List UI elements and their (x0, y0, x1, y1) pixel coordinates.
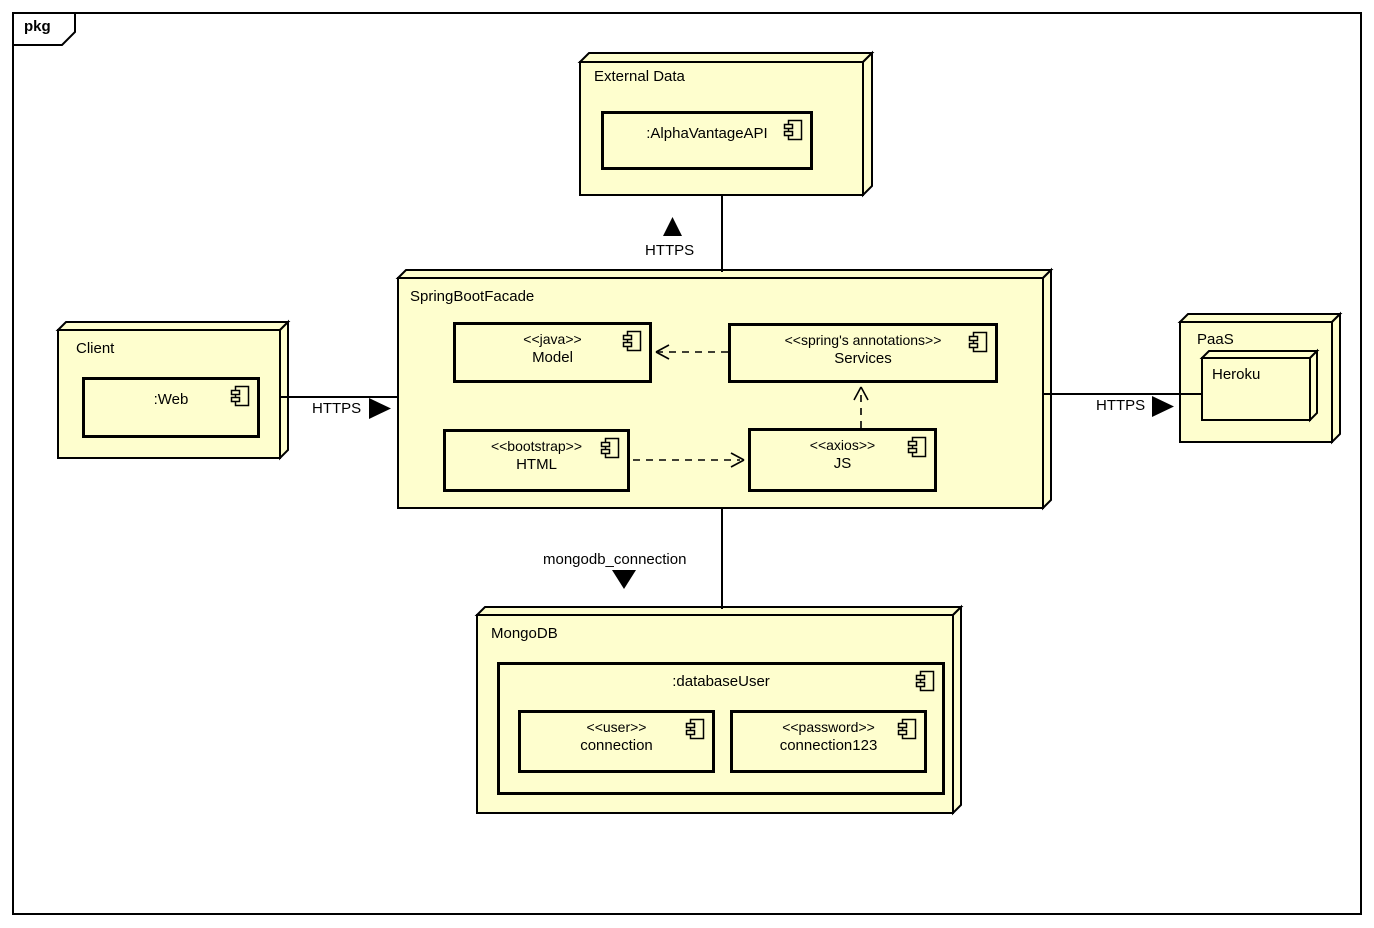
dependency-services-to-model (655, 344, 728, 360)
component-icon (915, 670, 935, 697)
component-icon (685, 718, 705, 745)
node-label-paas: PaaS (1197, 331, 1234, 348)
component-name: JS (833, 455, 852, 472)
node-label-springboot-facade: SpringBootFacade (410, 288, 535, 305)
component-model: <<java>> Model (453, 322, 652, 383)
component-name: :Web (153, 391, 189, 408)
arrow-right-icon (369, 398, 391, 419)
component-name: Services (834, 350, 892, 367)
component-icon (968, 331, 988, 358)
component-stereotype: <<axios>> (809, 437, 876, 453)
component-stereotype: <<spring's annotations>> (784, 332, 942, 348)
link-label-https-left: HTTPS (312, 400, 362, 417)
arrow-down-icon (612, 570, 636, 589)
frame-tab-label: pkg (24, 18, 51, 35)
link-label-https-top: HTTPS (645, 242, 695, 259)
component-icon (783, 119, 803, 146)
component-name: connection (580, 737, 653, 754)
arrow-right-icon (1152, 396, 1174, 417)
component-icon (600, 437, 620, 464)
component-user-connection: <<user>> connection (518, 710, 715, 773)
component-web: :Web (82, 377, 260, 438)
component-stereotype: <<password>> (782, 719, 875, 735)
node-label-mongodb: MongoDB (491, 625, 558, 642)
component-icon (907, 436, 927, 463)
node-heroku-shape (1199, 348, 1320, 423)
dependency-js-to-services (853, 386, 869, 428)
frame-border (12, 12, 1362, 915)
component-name: Model (532, 349, 573, 366)
component-js: <<axios>> JS (748, 428, 937, 492)
component-stereotype: <<user>> (586, 719, 647, 735)
component-stereotype: <<java>> (523, 331, 582, 347)
component-name: :databaseUser (672, 673, 770, 690)
component-alphavantageapi: :AlphaVantageAPI (601, 111, 813, 170)
node-label-external-data: External Data (594, 68, 685, 85)
component-icon (897, 718, 917, 745)
component-name: HTML (516, 456, 557, 473)
component-services: <<spring's annotations>> Services (728, 323, 998, 383)
dependency-html-to-js (633, 452, 745, 468)
link-label-https-right: HTTPS (1096, 397, 1146, 414)
link-label-mongodb-connection: mongodb_connection (543, 551, 687, 568)
component-icon (622, 330, 642, 357)
component-password-connection: <<password>> connection123 (730, 710, 927, 773)
component-stereotype: <<bootstrap>> (490, 438, 583, 454)
component-name: connection123 (779, 737, 878, 754)
frame-tab-shape (12, 12, 76, 46)
node-label-heroku: Heroku (1212, 366, 1261, 383)
node-label-client: Client (76, 340, 115, 357)
component-html: <<bootstrap>> HTML (443, 429, 630, 492)
component-icon (230, 385, 250, 412)
component-name: :AlphaVantageAPI (646, 125, 768, 142)
arrow-up-icon (663, 217, 682, 236)
